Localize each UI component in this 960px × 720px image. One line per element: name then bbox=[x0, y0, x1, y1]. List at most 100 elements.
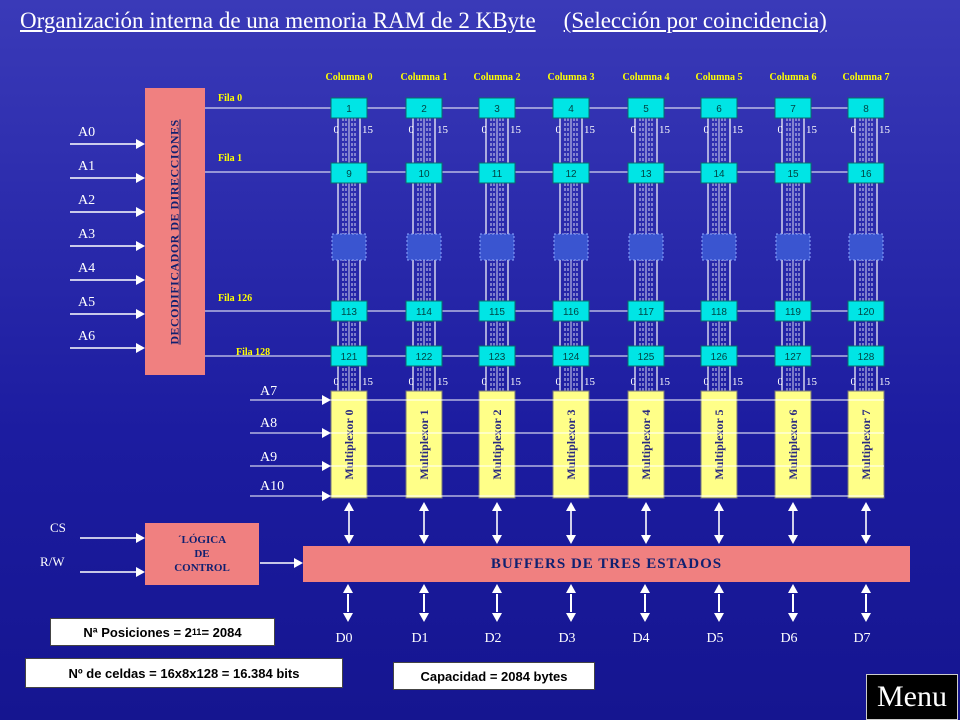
data-arrow-up-7 bbox=[861, 584, 871, 593]
middle-block-4 bbox=[628, 233, 664, 261]
memory-cell-number-1: 1 bbox=[346, 104, 352, 115]
memory-cell-number-115: 115 bbox=[489, 307, 505, 318]
data-line-label-3: D3 bbox=[558, 631, 575, 646]
row-label-1: Fila 1 bbox=[218, 153, 242, 164]
memory-cell-number-9: 9 bbox=[346, 169, 352, 180]
decoder-address-arrow-A3 bbox=[136, 241, 145, 251]
memory-cell-121 bbox=[330, 345, 368, 367]
mux-address-label-A9: A9 bbox=[260, 450, 277, 465]
middle-block-6 bbox=[775, 233, 811, 261]
column-label-4: Columna 4 bbox=[623, 72, 670, 83]
data-arrow-down-7 bbox=[861, 613, 871, 622]
middle-block-0 bbox=[331, 233, 367, 261]
buffers-label: BUFFERS DE TRES ESTADOS bbox=[490, 555, 723, 572]
multiplexor-6 bbox=[774, 390, 812, 499]
memory-cell-number-14: 14 bbox=[713, 169, 725, 180]
mux-address-label-A7: A7 bbox=[260, 384, 277, 399]
mux-buffer-arrow-down-6 bbox=[788, 535, 798, 544]
data-arrow-down-6 bbox=[788, 613, 798, 622]
memory-cell-117 bbox=[627, 300, 665, 322]
memory-cell-7 bbox=[774, 97, 812, 119]
title-main: Organización interna de una memoria RAM … bbox=[20, 8, 536, 33]
memory-cell-number-113: 113 bbox=[341, 307, 357, 318]
menu-label: Menu bbox=[877, 680, 947, 713]
memory-cell-8 bbox=[847, 97, 885, 119]
row-label-0: Fila 0 bbox=[218, 93, 242, 104]
multiplexor-label-3: Multiplexor 3 bbox=[564, 409, 578, 479]
memory-cell-128 bbox=[847, 345, 885, 367]
bit-end-label-0-1: 15 bbox=[437, 124, 449, 136]
column-label-0: Columna 0 bbox=[326, 72, 373, 83]
mux-address-arrow-A9 bbox=[322, 461, 331, 471]
mux-buffer-arrow-up-6 bbox=[788, 502, 798, 511]
memory-cell-number-7: 7 bbox=[790, 104, 796, 115]
memory-cell-16 bbox=[847, 162, 885, 184]
bit-end-label-1-4: 15 bbox=[659, 376, 671, 388]
bit-start-label-0-2: 0 bbox=[482, 124, 488, 136]
menu-button[interactable]: Menu bbox=[866, 674, 958, 720]
memory-cell-number-4: 4 bbox=[568, 104, 574, 115]
memory-cell-number-117: 117 bbox=[638, 307, 654, 318]
mux-buffer-arrow-down-4 bbox=[641, 535, 651, 544]
memory-cell-12 bbox=[552, 162, 590, 184]
mux-buffer-arrow-down-5 bbox=[714, 535, 724, 544]
mux-buffer-arrow-down-7 bbox=[861, 535, 871, 544]
memory-cell-10 bbox=[405, 162, 443, 184]
memory-cell-5 bbox=[627, 97, 665, 119]
mux-address-arrow-A10 bbox=[322, 491, 331, 501]
memory-cell-114 bbox=[405, 300, 443, 322]
multiplexor-4 bbox=[627, 390, 665, 499]
data-arrow-up-1 bbox=[419, 584, 429, 593]
bit-start-label-1-1: 0 bbox=[409, 376, 415, 388]
multiplexor-label-0: Multiplexor 0 bbox=[342, 409, 356, 479]
bit-end-label-0-3: 15 bbox=[584, 124, 596, 136]
decoder-address-label-A6: A6 bbox=[78, 329, 95, 344]
capacity-text: Capacidad = 2084 bytes bbox=[420, 668, 568, 684]
three-state-buffers: BUFFERS DE TRES ESTADOS bbox=[303, 546, 910, 582]
bit-end-label-1-0: 15 bbox=[362, 376, 374, 388]
data-line-label-6: D6 bbox=[780, 631, 797, 646]
multiplexor-2 bbox=[478, 390, 516, 499]
memory-cell-13 bbox=[627, 162, 665, 184]
bit-start-label-1-5: 0 bbox=[704, 376, 710, 388]
middle-block-5 bbox=[701, 233, 737, 261]
mux-address-label-A10: A10 bbox=[260, 479, 284, 494]
decoder-address-arrow-A5 bbox=[136, 309, 145, 319]
memory-cell-number-10: 10 bbox=[418, 169, 430, 180]
memory-cell-11 bbox=[478, 162, 516, 184]
positions-exponent: 11 bbox=[191, 627, 202, 637]
bit-end-label-1-1: 15 bbox=[437, 376, 449, 388]
bit-start-label-1-7: 0 bbox=[851, 376, 857, 388]
memory-cell-number-123: 123 bbox=[489, 352, 506, 363]
column-label-6: Columna 6 bbox=[770, 72, 817, 83]
decoder-address-label-A1: A1 bbox=[78, 159, 95, 174]
data-arrow-down-1 bbox=[419, 613, 429, 622]
multiplexor-0 bbox=[330, 390, 368, 499]
data-arrow-down-5 bbox=[714, 613, 724, 622]
data-line-label-5: D5 bbox=[706, 631, 723, 646]
memory-cell-116 bbox=[552, 300, 590, 322]
bit-end-label-0-5: 15 bbox=[732, 124, 744, 136]
multiplexor-label-6: Multiplexor 6 bbox=[786, 409, 800, 479]
multiplexor-7 bbox=[847, 390, 885, 499]
memory-cell-number-124: 124 bbox=[563, 352, 580, 363]
data-arrow-down-2 bbox=[492, 613, 502, 622]
memory-cell-113 bbox=[330, 300, 368, 322]
memory-cell-15 bbox=[774, 162, 812, 184]
control-input-arrow-0 bbox=[136, 533, 145, 543]
row-label-3: Fila 128 bbox=[236, 347, 270, 358]
capacity-box: Capacidad = 2084 bytes bbox=[393, 662, 595, 690]
memory-cell-2 bbox=[405, 97, 443, 119]
middle-block-7 bbox=[848, 233, 884, 261]
middle-block-2 bbox=[479, 233, 515, 261]
memory-cell-number-119: 119 bbox=[785, 307, 801, 318]
memory-cell-9 bbox=[330, 162, 368, 184]
bit-end-label-1-6: 15 bbox=[806, 376, 818, 388]
memory-cell-number-126: 126 bbox=[711, 352, 728, 363]
column-label-1: Columna 1 bbox=[401, 72, 448, 83]
bit-end-label-0-2: 15 bbox=[510, 124, 522, 136]
mux-buffer-arrow-up-0 bbox=[344, 502, 354, 511]
mux-buffer-arrow-down-0 bbox=[344, 535, 354, 544]
decoder-address-label-A5: A5 bbox=[78, 295, 95, 310]
